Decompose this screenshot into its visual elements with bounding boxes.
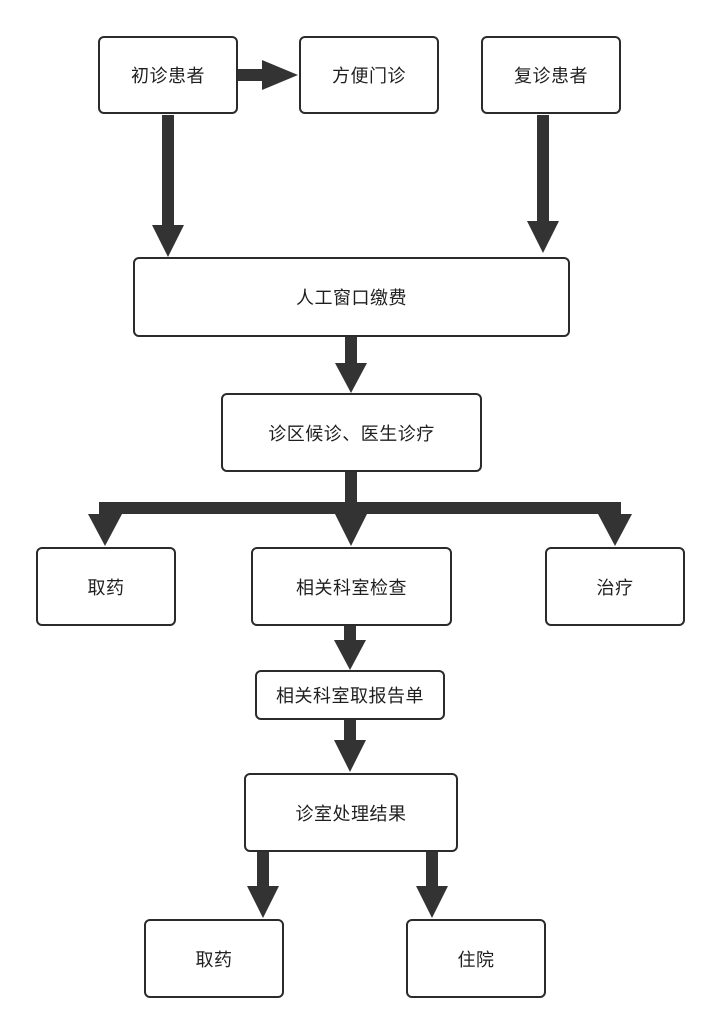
node-therapy: 治疗 (545, 547, 685, 626)
node-hospitalization: 住院 (406, 919, 546, 998)
arrow-first-to-payment (152, 115, 184, 257)
node-label: 人工窗口缴费 (296, 288, 407, 309)
node-get-report: 相关科室取报告单 (255, 670, 445, 720)
arrow-result-to-medicine (247, 852, 279, 918)
arrow-first-to-convenience (238, 60, 298, 90)
node-waiting-and-treatment: 诊区候诊、医生诊疗 (221, 393, 482, 472)
arrow-report-to-result (334, 720, 366, 772)
node-label: 诊区候诊、医生诊疗 (268, 423, 435, 445)
node-convenience-clinic: 方便门诊 (299, 36, 439, 114)
node-department-exam: 相关科室检查 (251, 547, 452, 626)
arrow-exam-to-report (334, 626, 366, 670)
node-label: 方便门诊 (332, 66, 406, 87)
node-label: 相关科室取报告单 (276, 686, 424, 707)
node-label: 相关科室检查 (296, 577, 407, 599)
node-first-visit-patient: 初诊患者 (98, 36, 238, 114)
node-label: 取药 (195, 949, 233, 971)
node-label: 诊室处理结果 (295, 803, 407, 825)
node-result-processing: 诊室处理结果 (244, 773, 458, 852)
node-get-medicine-1: 取药 (36, 547, 176, 626)
arrow-result-to-hospitalization (416, 852, 448, 918)
node-label: 复诊患者 (514, 66, 588, 87)
node-label: 初诊患者 (131, 66, 205, 87)
node-label: 住院 (457, 949, 495, 971)
node-get-medicine-2: 取药 (144, 919, 284, 998)
node-return-visit-patient: 复诊患者 (481, 36, 621, 114)
node-label: 取药 (87, 577, 125, 599)
arrow-waiting-branch (88, 472, 632, 546)
node-label: 治疗 (596, 577, 634, 599)
arrow-return-to-payment (527, 115, 559, 253)
node-manual-payment-window: 人工窗口缴费 (133, 257, 570, 337)
arrow-payment-to-waiting (335, 337, 367, 393)
